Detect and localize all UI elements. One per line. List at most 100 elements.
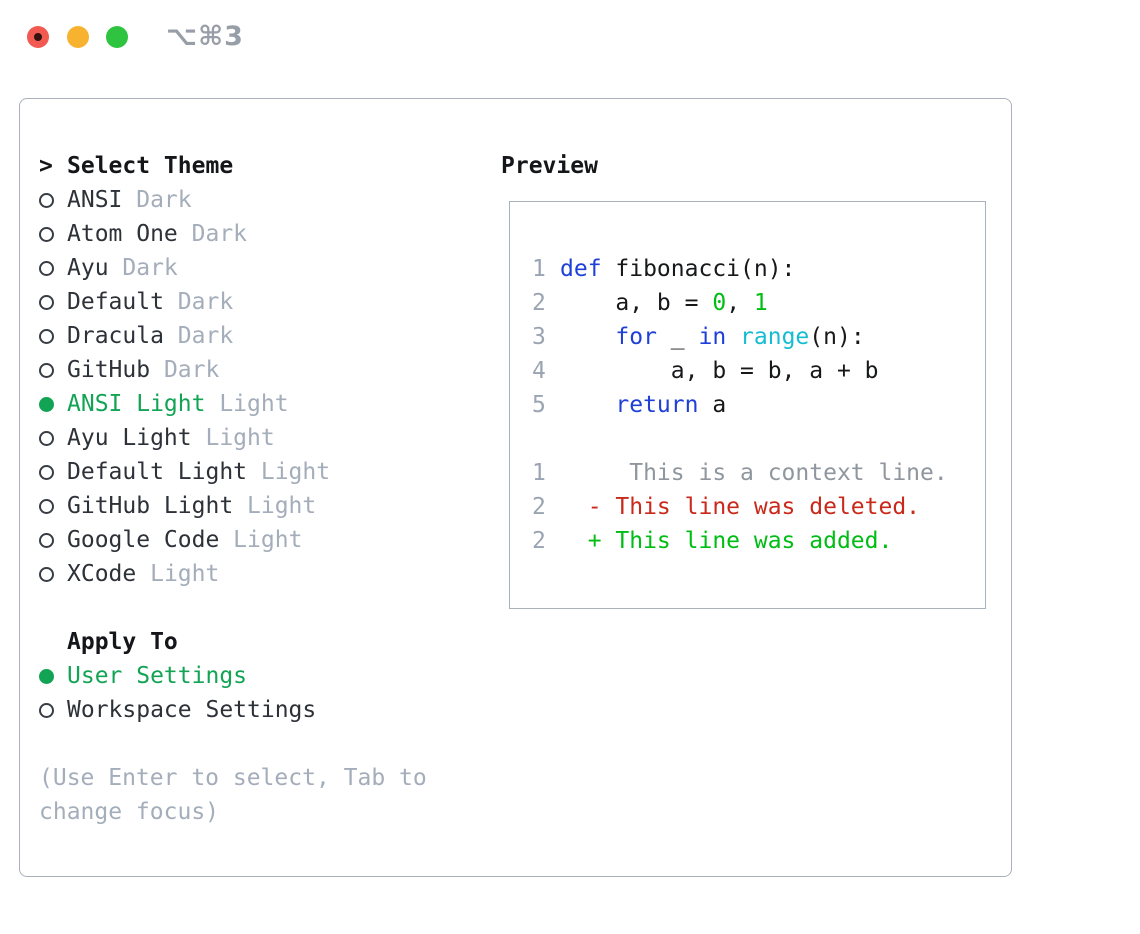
code-line: 3 for _ in range(n): [532, 320, 985, 354]
theme-selector-panel: > Select Theme ANSI Dark Atom One Dark A… [19, 98, 1012, 877]
code-text: a, b = b, a + b [560, 358, 879, 384]
theme-name: GitHub Light [67, 493, 234, 519]
theme-option-marker [39, 396, 67, 412]
radio-icon [39, 226, 54, 242]
theme-option-marker [39, 328, 67, 344]
theme-variant-tag: Dark [108, 255, 178, 281]
code-line: 4 a, b = b, a + b [532, 354, 985, 388]
theme-variant-tag: Light [191, 425, 275, 451]
apply-to-option[interactable]: Workspace Settings [39, 693, 469, 727]
theme-option[interactable]: ANSI Dark [39, 183, 469, 217]
code-line: 2 a, b = 0, 1 [532, 286, 985, 320]
radio-icon [39, 464, 54, 480]
apply-option-label: User Settings [67, 663, 248, 689]
radio-icon [39, 192, 54, 208]
close-button[interactable] [27, 26, 49, 48]
hint-text: (Use Enter to select, Tab to change focu… [39, 765, 427, 825]
code-segment: a [698, 392, 727, 418]
theme-variant-tag: Light [205, 391, 289, 417]
code-segment [560, 324, 615, 350]
code-line: 2 - This line was deleted. [532, 490, 985, 524]
theme-option-marker [39, 430, 67, 446]
theme-option-marker [39, 532, 67, 548]
code-segment: a, b = [560, 290, 713, 316]
theme-variant-tag: Light [219, 527, 303, 553]
theme-list-section: > Select Theme ANSI Dark Atom One Dark A… [39, 149, 469, 829]
apply-to-option[interactable]: User Settings [39, 659, 469, 693]
code-line: 2 + This line was added. [532, 524, 985, 558]
apply-option-label: Workspace Settings [67, 697, 317, 723]
select-theme-title: Select Theme [67, 153, 234, 179]
code-text: for _ in range(n): [560, 324, 864, 350]
radio-icon [39, 566, 54, 582]
theme-variant-tag: Light [233, 493, 317, 519]
radio-icon [39, 294, 54, 310]
theme-option-marker [39, 498, 67, 514]
theme-name: Google Code [67, 527, 220, 553]
line-number: 2 [532, 290, 546, 316]
line-number: 1 [532, 460, 546, 486]
theme-name: ANSI Light [67, 391, 206, 417]
theme-name: XCode [67, 561, 137, 587]
theme-option[interactable]: Ayu Light Light [39, 421, 469, 455]
line-number: 2 [532, 494, 546, 520]
apply-to-list: User Settings Workspace Settings [39, 659, 469, 727]
theme-option[interactable]: Google Code Light [39, 523, 469, 557]
code-text: - This line was deleted. [560, 494, 920, 520]
code-segment [560, 392, 615, 418]
theme-option[interactable]: Ayu Dark [39, 251, 469, 285]
radio-icon [39, 532, 54, 548]
theme-option[interactable]: Dracula Dark [39, 319, 469, 353]
line-number: 1 [532, 256, 546, 282]
apply-option-marker [39, 702, 67, 718]
zoom-button[interactable] [106, 26, 128, 48]
theme-option-marker [39, 362, 67, 378]
apply-to-title: Apply To [67, 629, 178, 655]
theme-option-marker [39, 294, 67, 310]
theme-option[interactable]: GitHub Dark [39, 353, 469, 387]
theme-name: Default Light [67, 459, 248, 485]
code-segment: a, b = b, a + b [560, 358, 879, 384]
radio-icon [39, 668, 54, 684]
theme-option[interactable]: Default Dark [39, 285, 469, 319]
theme-option[interactable]: Default Light Light [39, 455, 469, 489]
close-button-dot-icon [34, 33, 42, 41]
radio-icon [39, 430, 54, 446]
theme-variant-tag: Dark [163, 289, 234, 315]
radio-icon [39, 328, 54, 344]
preview-header: Preview [501, 149, 598, 183]
theme-option-marker [39, 260, 67, 276]
code-segment [726, 324, 740, 350]
line-number: 2 [532, 528, 546, 554]
window-title-shortcut: ⌥⌘3 [166, 21, 244, 52]
code-segment: 1 [753, 290, 768, 316]
apply-to-header: Apply To [39, 625, 469, 659]
theme-option-marker [39, 566, 67, 582]
radio-icon [39, 702, 54, 718]
theme-option[interactable]: XCode Light [39, 557, 469, 591]
minimize-button[interactable] [67, 26, 89, 48]
line-number: 3 [532, 324, 546, 350]
line-number: 4 [532, 358, 546, 384]
code-segment: + This line was added. [560, 528, 893, 554]
code-segment: for [615, 324, 657, 350]
code-segment: - This line was deleted. [560, 494, 921, 520]
radio-icon [39, 396, 54, 412]
code-text: This is a context line. [560, 460, 948, 486]
theme-name: Ayu Light [67, 425, 192, 451]
code-text: return a [560, 392, 726, 418]
theme-variant-tag: Light [247, 459, 331, 485]
theme-option[interactable]: ANSI Light Light [39, 387, 469, 421]
theme-list: ANSI Dark Atom One Dark Ayu Dark Default… [39, 183, 469, 591]
theme-name: Atom One [67, 221, 178, 247]
select-theme-header: > Select Theme [39, 149, 469, 183]
line-number: 5 [532, 392, 546, 418]
preview-box: 1 def fibonacci(n): 2 a, b = 0, 1 3 for … [509, 201, 986, 609]
theme-option[interactable]: Atom One Dark [39, 217, 469, 251]
code-segment: in [698, 324, 727, 350]
code-text: a, b = 0, 1 [560, 290, 768, 316]
theme-option[interactable]: GitHub Light Light [39, 489, 469, 523]
theme-name: Dracula [67, 323, 164, 349]
code-segment: 0 [712, 290, 727, 316]
